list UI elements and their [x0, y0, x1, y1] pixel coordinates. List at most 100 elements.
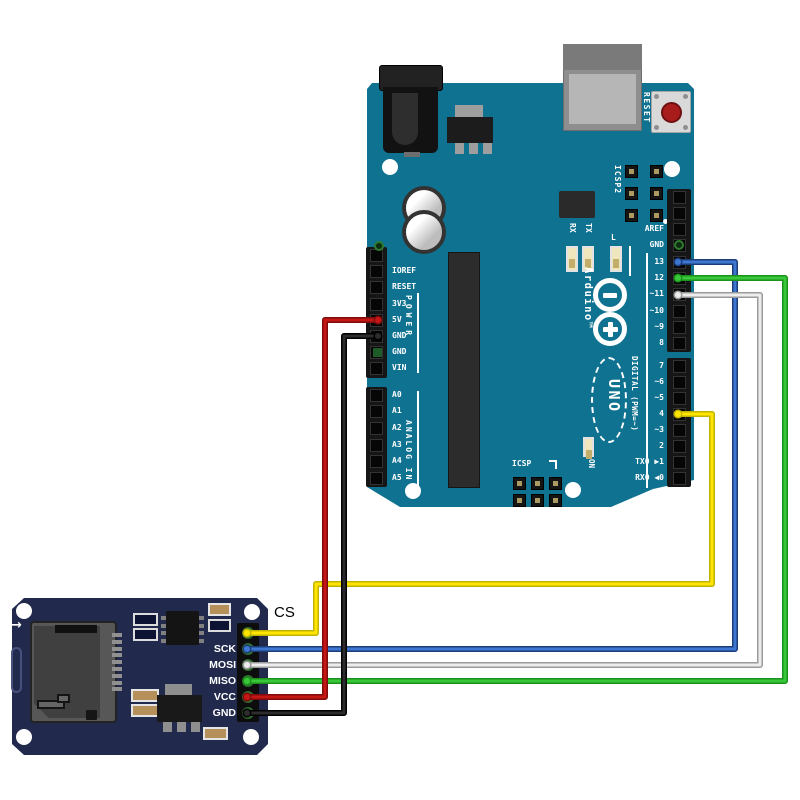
pin-label-4: 4 — [659, 409, 664, 418]
wire-miso[interactable] — [242, 273, 788, 686]
sd-slot-nub — [86, 710, 97, 720]
sd-regulator-tab — [165, 684, 192, 697]
barrel-jack — [379, 65, 443, 91]
icsp-pin — [625, 187, 638, 200]
icsp-pin1-mark — [549, 460, 557, 469]
pin-label-gnd1: GND — [392, 331, 407, 340]
gnd-pin-hole — [674, 240, 684, 250]
pin-socket — [672, 359, 686, 373]
icsp-pin — [513, 494, 526, 507]
pin-socket — [672, 391, 686, 405]
l-led — [610, 246, 622, 272]
reset-button-corner — [654, 94, 659, 99]
pin-socket — [370, 404, 383, 418]
sd-slot-contact — [112, 673, 122, 678]
sd-regulator-leg — [177, 722, 186, 732]
wire-vcc[interactable] — [242, 315, 383, 702]
icsp-pin — [549, 477, 562, 490]
power-bracket — [417, 293, 419, 373]
smd-component — [208, 619, 231, 632]
icsp-pin — [650, 187, 663, 200]
sd-pin-label-mosi: MOSI — [209, 659, 236, 671]
pin-label-vin: VIN — [392, 363, 407, 372]
wire-sck[interactable] — [242, 257, 738, 654]
sd-chip-leg — [199, 638, 204, 643]
reset-button-corner — [683, 125, 688, 130]
pin-socket — [370, 297, 383, 311]
sd-mounting-hole — [16, 729, 32, 745]
sd-regulator — [157, 695, 202, 722]
pin-socket — [672, 471, 686, 485]
usb-connector-face — [569, 74, 636, 124]
usb-connector-top — [563, 44, 642, 70]
sd-slot-contact — [112, 633, 122, 637]
icsp-pin — [650, 165, 663, 178]
tx-led — [582, 246, 594, 272]
wire-mosi[interactable] — [242, 290, 763, 670]
pin-socket — [672, 206, 686, 220]
wire-cs[interactable] — [242, 409, 715, 638]
pin-label-6: ~6 — [654, 377, 664, 386]
pin-label-9: ~9 — [654, 322, 664, 331]
regulator-leg — [469, 143, 478, 154]
capacitor — [402, 210, 446, 254]
reset-button-cap[interactable] — [661, 102, 682, 123]
icsp-pin — [531, 494, 544, 507]
l-led-label: L — [611, 233, 616, 242]
pin-label-3v3: 3V3 — [392, 299, 407, 308]
mcu-chip — [448, 252, 480, 488]
smd-resistor — [208, 603, 231, 616]
pin-socket — [370, 280, 383, 294]
wire-gnd[interactable] — [242, 331, 383, 718]
sd-chip-leg — [161, 616, 166, 620]
sd-slot-contact — [112, 646, 122, 651]
pin-socket — [672, 222, 686, 236]
pin-socket — [672, 190, 686, 204]
mounting-hole — [405, 483, 421, 499]
smd-component — [133, 628, 158, 641]
mounting-hole — [664, 161, 680, 177]
gnd-pin-hole — [374, 240, 384, 251]
pin-label-a2: A2 — [392, 423, 402, 432]
pin-socket — [672, 423, 686, 437]
pin-label-aref: AREF — [644, 224, 664, 233]
regulator-leg — [455, 143, 464, 154]
digital-bracket — [646, 253, 648, 488]
icsp-pin — [650, 209, 663, 222]
pin-label-2: 2 — [659, 441, 664, 450]
voltage-regulator — [447, 117, 493, 143]
on-led — [583, 437, 594, 459]
sd-chip-leg — [161, 638, 166, 643]
pin-label-dgnd: GND — [649, 240, 664, 249]
sd-regulator-leg — [163, 722, 172, 732]
pin-socket — [672, 336, 686, 350]
crystal — [559, 191, 595, 218]
pin-label-gnd2: GND — [392, 347, 407, 356]
pin-label-5v: 5V — [392, 315, 402, 324]
pin-label-8: 8 — [659, 338, 664, 347]
mounting-hole — [382, 159, 398, 175]
analog-bracket — [417, 391, 419, 486]
sd-pin-label-sck: SCK — [213, 643, 236, 655]
sd-arrow-icon: → — [11, 618, 22, 633]
pin-label-a4: A4 — [392, 456, 402, 465]
pin-socket — [370, 421, 383, 435]
cs-wire-label: CS — [274, 604, 295, 621]
pin-label-a3: A3 — [392, 440, 402, 449]
pin-socket — [370, 438, 383, 452]
l-led-bracket — [629, 246, 631, 276]
pin-label-ioref: IOREF — [392, 266, 417, 275]
power-header — [366, 247, 387, 378]
rx-led — [566, 246, 578, 272]
pin-label-13: 13 — [654, 257, 664, 266]
icsp-pin — [531, 477, 544, 490]
gnd-pin-square — [372, 347, 382, 357]
sd-chip-leg — [199, 623, 204, 628]
icsp-label: ICSP — [512, 459, 532, 468]
icsp-pin — [625, 209, 638, 222]
pin-label-7: 7 — [659, 361, 664, 370]
pin-label-12: 12 — [654, 273, 664, 282]
sd-edge-notch — [11, 647, 22, 693]
